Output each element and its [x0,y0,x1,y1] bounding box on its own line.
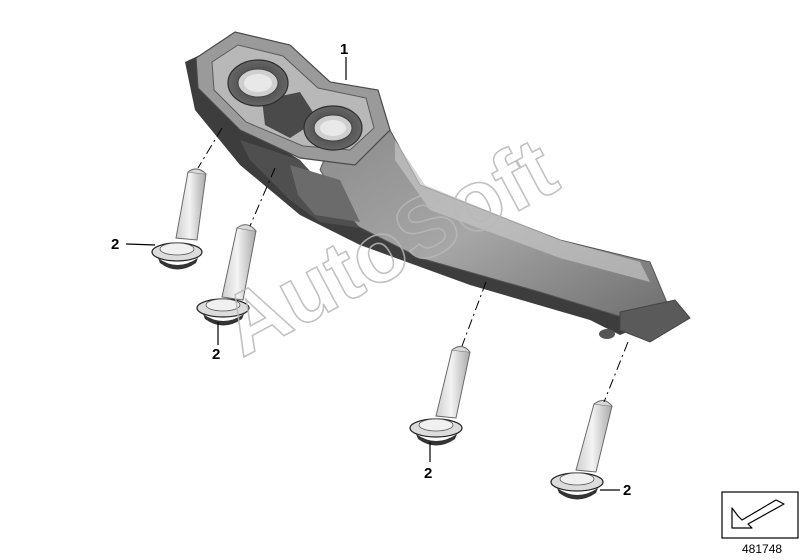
bolt-a [151,168,207,270]
bolt-c [409,346,471,446]
callout-bolt-a: 2 [111,236,119,253]
callout-part-1: 1 [340,41,348,58]
arrow-icon[interactable] [721,491,799,539]
document-number: 481748 [742,542,782,556]
bolt-d [550,400,613,500]
bolt-b [196,224,257,326]
alignment-lines [197,127,629,403]
bracket-part [185,31,691,343]
leader-lines [125,57,620,491]
callout-bolt-d: 2 [623,482,631,499]
callout-bolt-b: 2 [212,346,220,363]
callout-bolt-c: 2 [424,465,432,482]
